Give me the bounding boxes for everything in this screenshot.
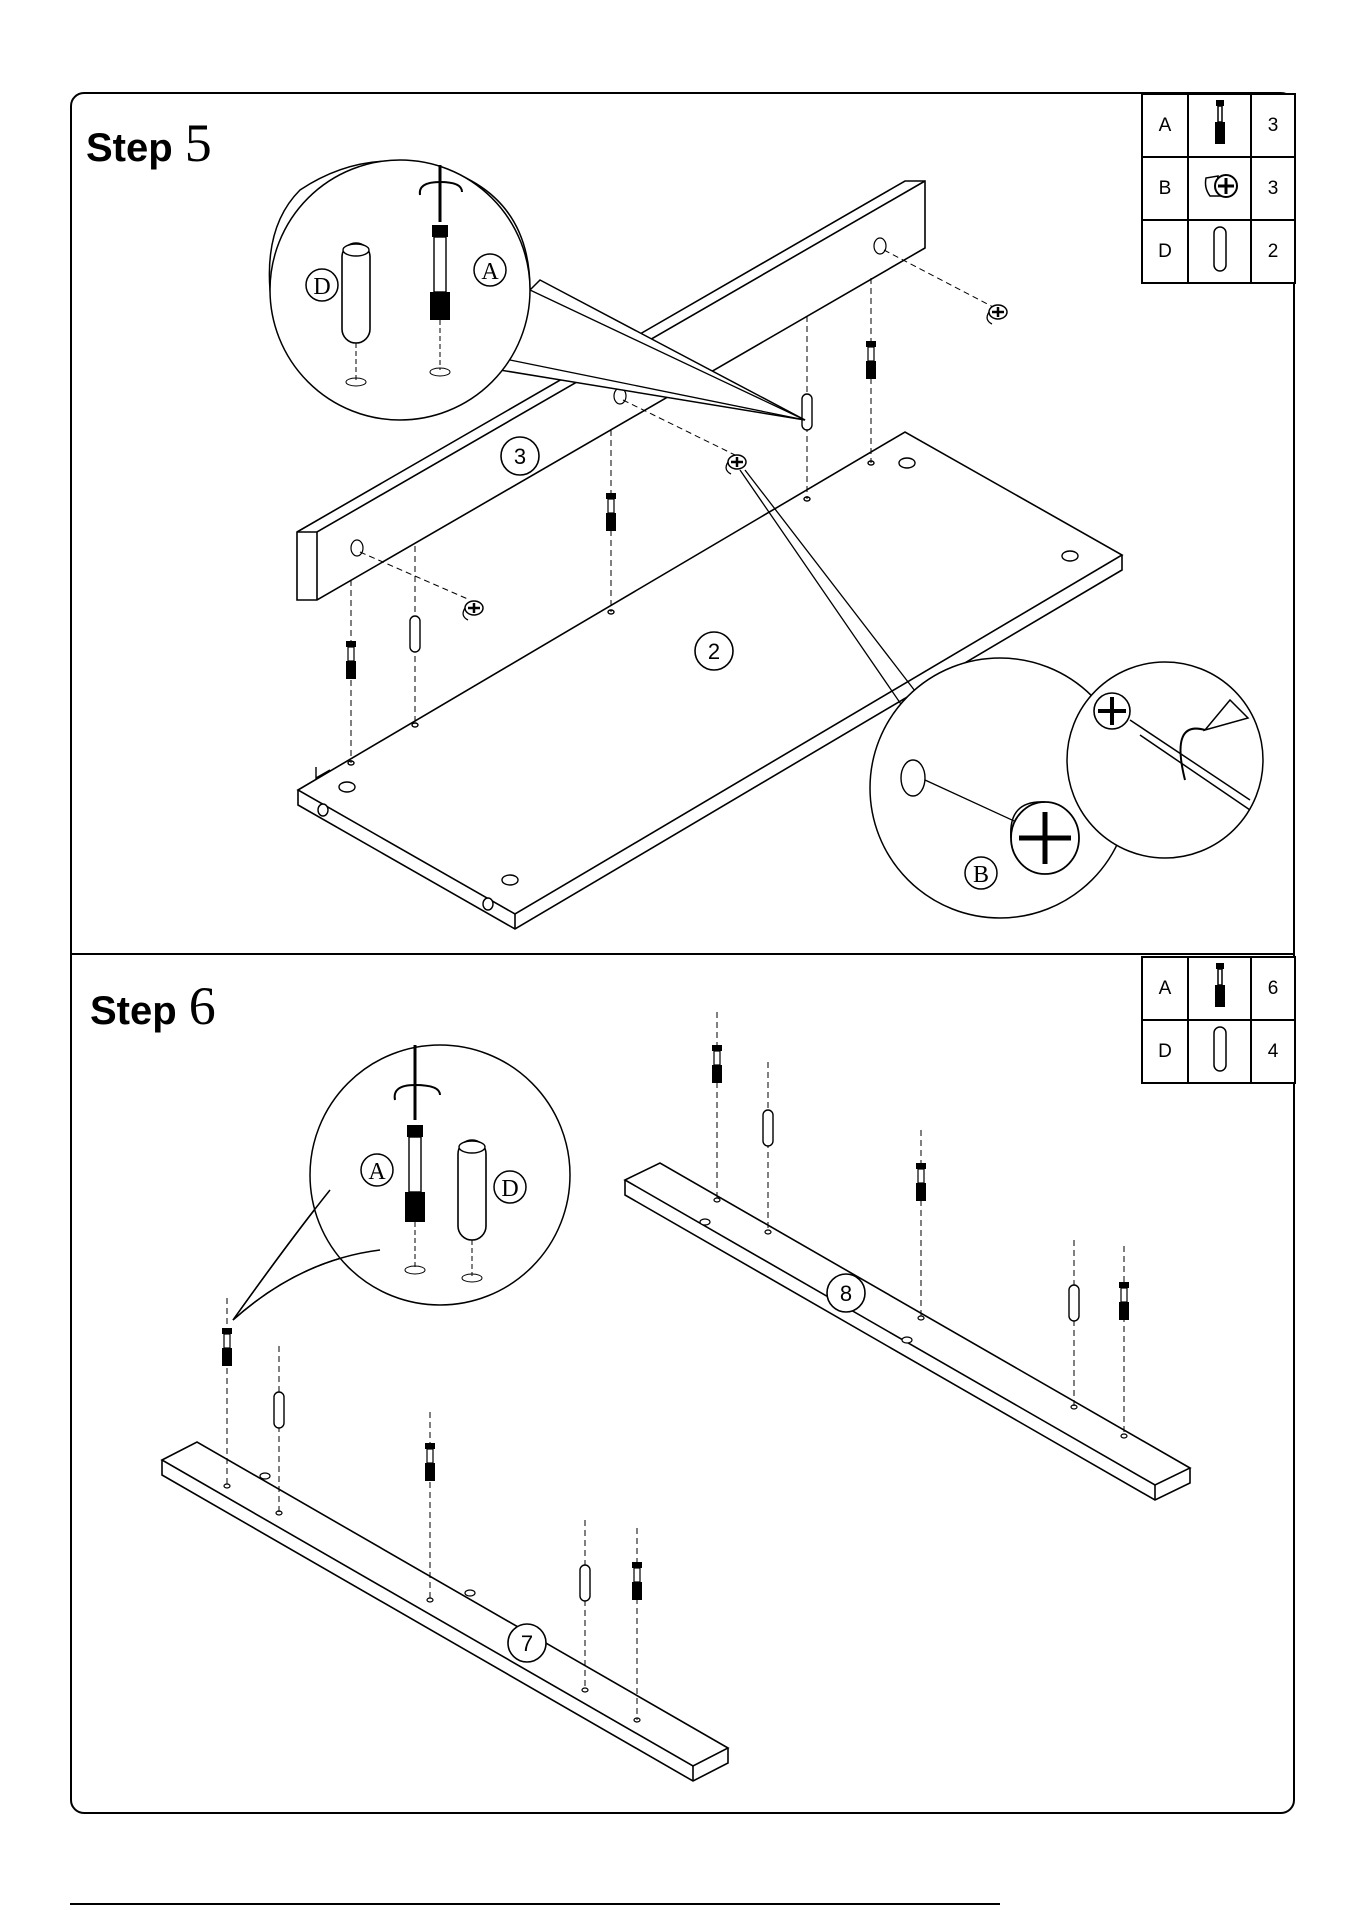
panel-number-8: 8 <box>827 1274 865 1312</box>
callout-letter: D <box>313 274 330 300</box>
callout-letter: A <box>368 1159 386 1185</box>
panel-number-label: 3 <box>514 444 526 469</box>
cam-bolt <box>222 1328 232 1366</box>
wood-dowel <box>410 616 420 652</box>
wood-dowel <box>580 1565 590 1601</box>
wood-dowel <box>274 1392 284 1428</box>
footer-rule <box>70 1903 1000 1905</box>
panel-number-label: 2 <box>708 639 720 664</box>
cam-bolt <box>866 341 876 379</box>
callout-letter: A <box>481 259 499 285</box>
wood-dowel <box>763 1110 773 1146</box>
cam-bolt <box>712 1045 722 1083</box>
callout-letter: B <box>973 862 989 888</box>
callout-letter: D <box>501 1176 518 1202</box>
cam-lock <box>987 305 1007 324</box>
panel-number-label: 7 <box>521 1631 533 1656</box>
cam-bolt <box>425 1443 435 1481</box>
cam-bolt <box>606 493 616 531</box>
cam-bolt <box>632 1562 642 1600</box>
panel-number-7: 7 <box>508 1624 546 1662</box>
panel-8 <box>625 1163 1190 1500</box>
cam-bolt <box>1119 1282 1129 1320</box>
panel-number-2: 2 <box>695 632 733 670</box>
cam-bolt <box>346 641 356 679</box>
panel-number-3: 3 <box>501 437 539 475</box>
cam-lock <box>463 601 483 620</box>
panel-7 <box>162 1442 728 1781</box>
wood-dowel <box>1069 1285 1079 1321</box>
wood-dowel <box>802 394 812 430</box>
cam-lock <box>726 455 746 474</box>
panel-number-label: 8 <box>840 1281 852 1306</box>
cam-bolt <box>916 1163 926 1201</box>
detail-bubble-bolt-dowel: A D <box>233 1045 570 1320</box>
